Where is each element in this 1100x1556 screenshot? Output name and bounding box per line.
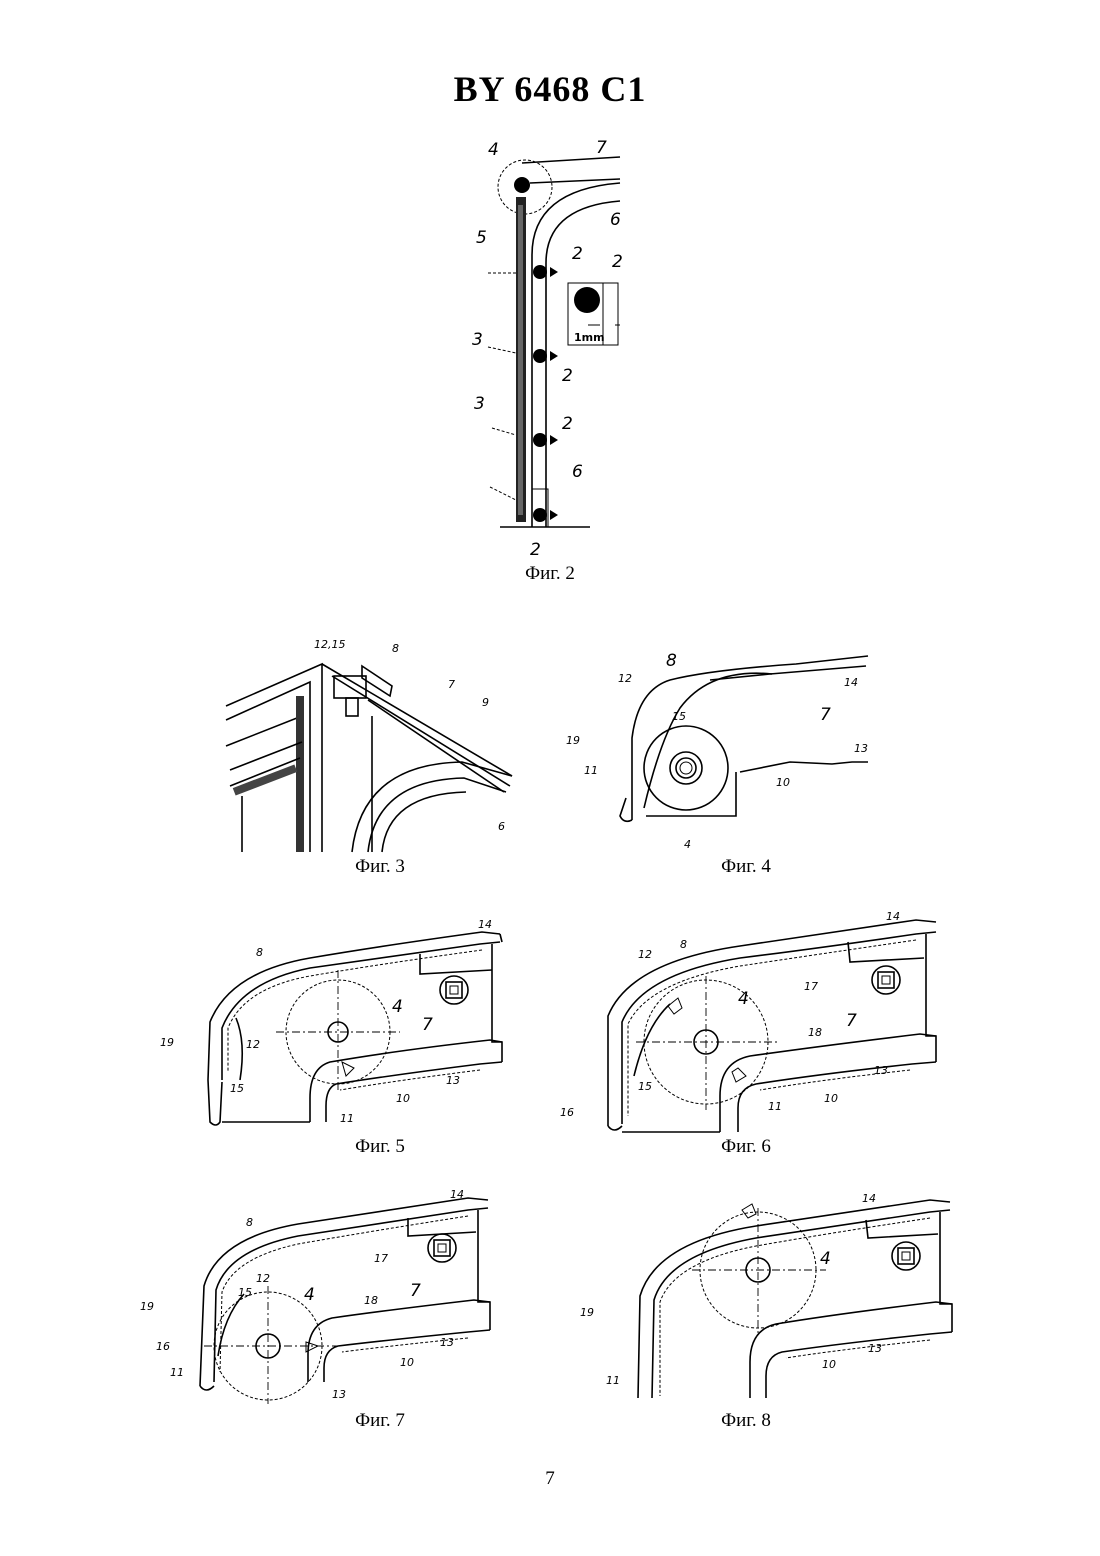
- fig2-label: 2: [530, 540, 541, 560]
- fig5-label: 4: [392, 997, 403, 1017]
- fig3-label: 8: [392, 642, 399, 655]
- fig2-label: 6: [610, 210, 621, 230]
- fig5-label: 12: [246, 1038, 260, 1051]
- fig7-label: 12: [256, 1272, 270, 1285]
- fig8-label: 11: [606, 1374, 620, 1387]
- fig3-label: 12,15: [314, 638, 346, 651]
- fig2-inset-label: 1mm: [574, 331, 605, 344]
- fig6-label: 15: [638, 1080, 652, 1093]
- fig7-label: 19: [140, 1300, 154, 1313]
- figure-8-caption: Фиг. 8: [646, 1410, 846, 1432]
- fig5-label: 14: [478, 918, 492, 931]
- fig6-label: 12: [638, 948, 652, 961]
- figure-2-drawing: 1mm 4 7 5 6 2 2 3 2 3 2 6 2: [470, 135, 650, 555]
- fig6-label: 4: [738, 989, 749, 1009]
- fig2-label: 4: [488, 140, 499, 160]
- fig2-label: 2: [572, 244, 583, 264]
- fig7-label: 17: [374, 1252, 388, 1265]
- figure-8-drawing: 14 4 19 10 13 11: [576, 1186, 956, 1408]
- figure-2: 1mm 4 7 5 6 2 2 3 2 3 2 6 2: [470, 135, 650, 555]
- fig7-label: 13: [440, 1336, 454, 1349]
- fig7-label: 15: [238, 1286, 252, 1299]
- fig5-label: 15: [230, 1082, 244, 1095]
- fig8-label: 13: [868, 1342, 882, 1355]
- fig5-label: 8: [256, 946, 263, 959]
- figure-6-drawing: 14 12 8 17 4 7 18 13 15 10 16 11: [560, 906, 940, 1134]
- figure-4: 8 14 12 15 7 19 13 11 10 4: [560, 648, 880, 858]
- fig7-label: 10: [400, 1356, 414, 1369]
- fig7-label: 8: [246, 1216, 253, 1229]
- fig4-label: 12: [618, 672, 632, 685]
- fig2-label: 5: [476, 228, 487, 248]
- fig7-label: 18: [364, 1294, 378, 1307]
- page-number: 7: [0, 1468, 1100, 1490]
- fig6-label: 18: [808, 1026, 822, 1039]
- figure-7-drawing: 14 8 17 12 15 4 7 19 18 13 16 10 11 13: [138, 1186, 498, 1408]
- fig7-label: 13: [332, 1388, 346, 1401]
- fig6-label: 16: [560, 1106, 574, 1119]
- fig7-label: 16: [156, 1340, 170, 1353]
- document-number: BY 6468 C1: [0, 68, 1100, 110]
- fig2-label: 3: [474, 394, 485, 414]
- fig8-label: 10: [822, 1358, 836, 1371]
- fig3-label: 9: [482, 696, 489, 709]
- fig4-label: 7: [820, 705, 831, 725]
- figure-2-caption: Фиг. 2: [450, 563, 650, 585]
- fig4-label: 8: [666, 651, 677, 671]
- fig6-label: 10: [824, 1092, 838, 1105]
- fig5-label: 13: [446, 1074, 460, 1087]
- fig6-label: 11: [768, 1100, 782, 1113]
- fig2-label: 2: [562, 414, 573, 434]
- fig6-label: 14: [886, 910, 900, 923]
- figure-6-caption: Фиг. 6: [646, 1136, 846, 1158]
- fig5-label: 11: [340, 1112, 354, 1125]
- figure-5-drawing: 14 8 4 7 19 12 15 10 13 11: [160, 912, 510, 1134]
- fig8-label: 14: [862, 1192, 876, 1205]
- figure-3: 12,15 8 7 9 6: [222, 636, 522, 854]
- fig4-label: 10: [776, 776, 790, 789]
- fig2-label: 3: [472, 330, 483, 350]
- fig6-label: 7: [846, 1011, 857, 1031]
- fig4-label: 11: [584, 764, 598, 777]
- figure-7-caption: Фиг. 7: [280, 1410, 480, 1432]
- fig8-label: 4: [820, 1249, 831, 1269]
- figure-4-drawing: 8 14 12 15 7 19 13 11 10 4: [560, 648, 880, 858]
- fig6-label: 8: [680, 938, 687, 951]
- figure-7: 14 8 17 12 15 4 7 19 18 13 16 10 11 13: [138, 1186, 498, 1408]
- figure-8: 14 4 19 10 13 11: [576, 1186, 956, 1408]
- figure-3-caption: Фиг. 3: [280, 856, 480, 878]
- fig2-label: 2: [562, 366, 573, 386]
- fig6-label: 17: [804, 980, 818, 993]
- fig4-label: 19: [566, 734, 580, 747]
- fig5-label: 10: [396, 1092, 410, 1105]
- fig4-label: 15: [672, 710, 686, 723]
- fig4-label: 13: [854, 742, 868, 755]
- fig7-label: 11: [170, 1366, 184, 1379]
- fig7-label: 4: [304, 1285, 315, 1305]
- fig7-label: 14: [450, 1188, 464, 1201]
- fig3-label: 7: [448, 678, 455, 691]
- fig3-label: 6: [498, 820, 505, 833]
- fig6-label: 13: [874, 1064, 888, 1077]
- figure-4-caption: Фиг. 4: [646, 856, 846, 878]
- fig4-label: 14: [844, 676, 858, 689]
- fig5-label: 7: [422, 1015, 433, 1035]
- fig2-label: 7: [596, 138, 607, 158]
- fig7-label: 7: [410, 1281, 421, 1301]
- fig2-label: 6: [572, 462, 583, 482]
- figure-3-drawing: 12,15 8 7 9 6: [222, 636, 522, 854]
- fig2-label: 2: [612, 252, 623, 272]
- fig5-label: 19: [160, 1036, 174, 1049]
- figure-5: 14 8 4 7 19 12 15 10 13 11: [160, 912, 510, 1134]
- figure-5-caption: Фиг. 5: [280, 1136, 480, 1158]
- fig4-label: 4: [684, 838, 691, 851]
- figure-6: 14 12 8 17 4 7 18 13 15 10 16 11: [560, 906, 940, 1134]
- fig8-label: 19: [580, 1306, 594, 1319]
